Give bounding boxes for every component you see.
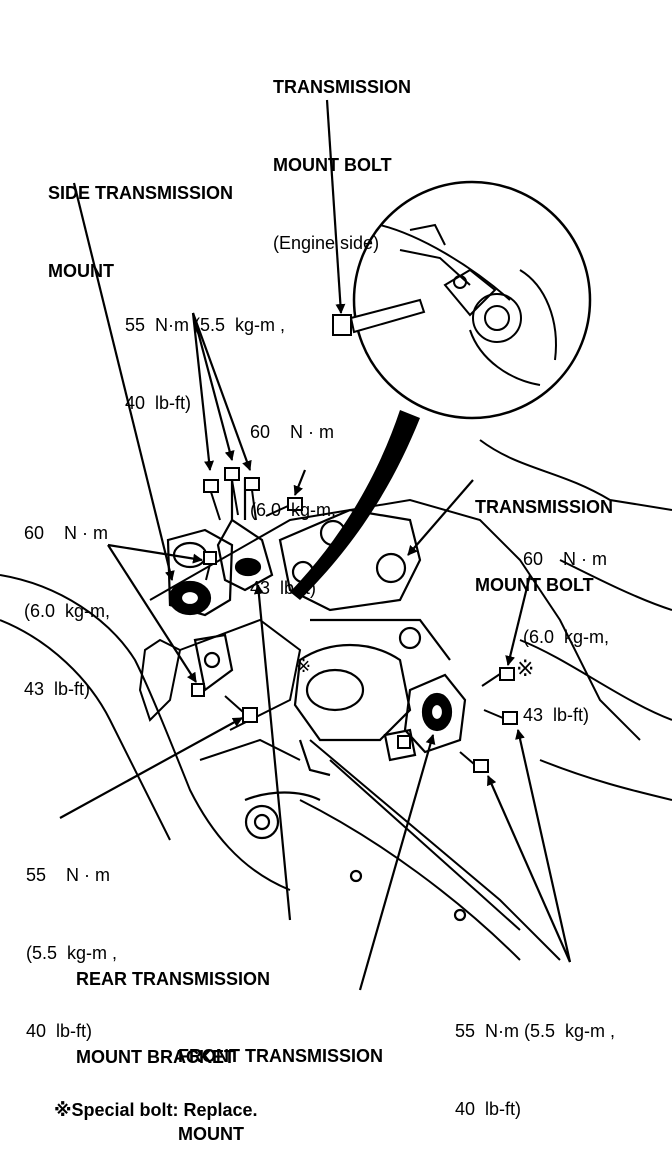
magnifier-connector bbox=[290, 410, 420, 600]
label-torque-60-left: 60 N · m (6.0 kg-m, 43 lb-ft) bbox=[24, 523, 111, 699]
bolt-special-center bbox=[265, 497, 303, 517]
label-torque-55-left: 55 N · m (5.5 kg-m , 40 lb-ft) bbox=[26, 865, 118, 1041]
leader-rear-bracket bbox=[253, 584, 292, 921]
leader-front-mount bbox=[358, 734, 436, 991]
leader-55-bottom-b bbox=[486, 775, 572, 963]
bolt-top-1 bbox=[203, 479, 221, 521]
label-side-transmission-mount: SIDE TRANSMISSION MOUNT bbox=[48, 183, 234, 281]
leader-trans-bolt-right bbox=[407, 479, 474, 556]
special-bolt-mark-center: ※ bbox=[296, 656, 312, 676]
leader-55-top-b bbox=[191, 312, 235, 461]
leader-engine-side-bolt bbox=[325, 99, 346, 314]
leader-60-left-b bbox=[107, 544, 197, 683]
bolt-right-1 bbox=[483, 709, 518, 725]
magnified-detail bbox=[332, 180, 592, 420]
transmission-mount-diagram bbox=[0, 99, 672, 991]
label-torque-55-bottom: 55 N·m (5.5 kg-m , 40 lb-ft) bbox=[455, 1021, 616, 1119]
leader-55-top-a bbox=[191, 312, 215, 471]
leader-55-bottom-a bbox=[515, 729, 572, 963]
leader-60-center bbox=[293, 469, 307, 496]
label-torque-55-top: 55 N·m (5.5 kg-m , 40 lb-ft) bbox=[125, 315, 286, 413]
bolts bbox=[191, 467, 518, 773]
bolt-top-2 bbox=[224, 467, 240, 516]
leader-side-mount bbox=[72, 182, 175, 581]
side-transmission-mount bbox=[166, 528, 234, 692]
label-torque-60-right: 60 N · m (6.0 kg-m, 43 lb-ft) bbox=[523, 549, 610, 725]
engine-side-bolt bbox=[332, 298, 426, 336]
engine-body-outline bbox=[0, 439, 672, 961]
bolt-top-3 bbox=[244, 477, 260, 521]
bolt-right-2 bbox=[459, 751, 489, 773]
bolt-left-55 bbox=[224, 695, 258, 723]
label-rear-transmission-mount-bracket: REAR TRANSMISSION MOUNT BRACKET bbox=[76, 969, 271, 1067]
label-torque-60-center: 60 N · m (6.0 kg-m, 43 lb-ft) ※ bbox=[250, 367, 336, 705]
leader-55-left bbox=[59, 717, 243, 819]
label-front-transmission-mount: FRONT TRANSMISSION MOUNT bbox=[178, 1046, 383, 1144]
front-transmission-mount bbox=[383, 673, 467, 762]
leader-55-top-c bbox=[191, 312, 252, 471]
bolt-left-60 bbox=[203, 551, 217, 581]
bolt-front-small bbox=[397, 735, 411, 749]
label-transmission-mount-bolt-right: TRANSMISSION MOUNT BOLT bbox=[475, 497, 614, 595]
bolt-left-lower bbox=[191, 683, 205, 697]
rear-transmission-mount-bracket bbox=[216, 478, 274, 592]
leader-lines bbox=[59, 99, 572, 991]
leader-60-left-a bbox=[107, 543, 203, 564]
special-bolt-mark-right: ※ bbox=[516, 656, 535, 681]
label-transmission-mount-bolt-engine-side: TRANSMISSION MOUNT BOLT (Engine side) bbox=[273, 77, 412, 253]
bolt-right-special bbox=[481, 667, 515, 687]
footnote-special-bolt: ※Special bolt: Replace. bbox=[54, 1100, 258, 1120]
leader-60-right bbox=[505, 574, 532, 666]
